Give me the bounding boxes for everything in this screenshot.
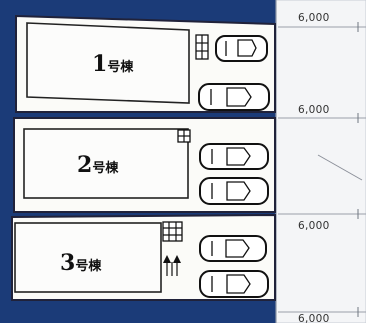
dimension-1: 6,000 [278, 12, 366, 32]
building-2-label: 2号棟 [77, 152, 119, 178]
car-icon [199, 177, 269, 205]
road-mark [317, 154, 363, 181]
dimension-label: 6,000 [298, 313, 330, 323]
building-number: 3 [60, 250, 75, 276]
car-icon [215, 35, 268, 62]
dimension-2: 6,000 [278, 104, 366, 123]
building-1-label: 1号棟 [92, 51, 134, 77]
car-icon [199, 270, 269, 298]
building-2 [23, 128, 189, 199]
grid-icon [195, 34, 209, 60]
car-icon [199, 143, 269, 170]
dimension-label: 6,000 [298, 12, 330, 24]
building-3 [14, 222, 162, 293]
dimension-label: 6,000 [298, 220, 330, 232]
building-1 [26, 22, 190, 104]
car-icon [199, 235, 267, 262]
dimension-3: 6,000 [278, 209, 366, 232]
building-number: 2 [77, 152, 92, 178]
building-suffix: 号棟 [75, 258, 102, 274]
building-number: 1 [92, 51, 107, 77]
grid-icon [177, 129, 191, 143]
road [275, 0, 366, 323]
dimension-label: 6,000 [298, 104, 330, 116]
up-arrows-icon [163, 255, 181, 276]
building-3-label: 3号棟 [60, 250, 102, 276]
building-suffix: 号棟 [107, 59, 134, 75]
grid-icon [162, 221, 183, 242]
car-icon [198, 83, 270, 111]
building-suffix: 号棟 [92, 160, 119, 176]
dimension-4: 6,000 [278, 307, 366, 323]
